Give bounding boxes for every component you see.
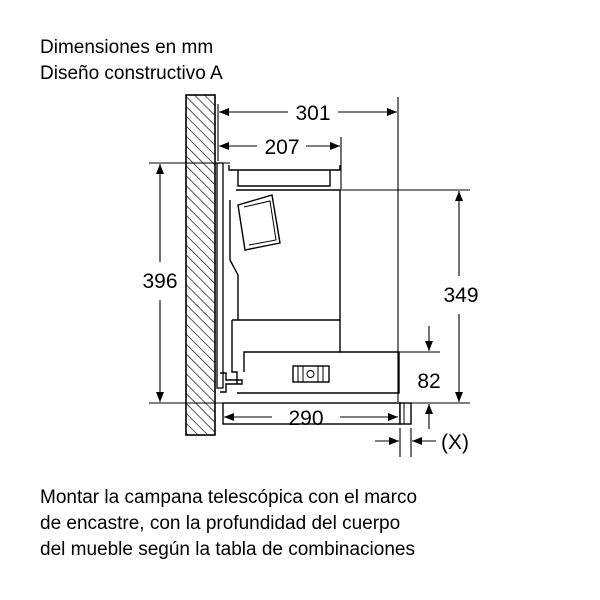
dim-height-total: 396 — [142, 270, 177, 293]
dim-width-bottom: 290 — [288, 407, 323, 430]
extension-lines — [149, 97, 470, 457]
installation-note-line-1: Montar la campana telescópica con el mar… — [40, 487, 418, 508]
dim-depth-body: 207 — [264, 136, 299, 159]
dim-bottom-height: 82 — [417, 370, 440, 393]
drawing-title: Dimensiones en mm — [40, 37, 214, 58]
mounting-plate — [216, 162, 224, 389]
installation-note: Montar la campana telescópica con el mar… — [40, 485, 417, 563]
drawing-subtitle: Diseño constructivo A — [40, 63, 223, 84]
wall-section — [185, 94, 216, 436]
installation-note-line-3: del mueble según la tabla de combinacion… — [40, 539, 415, 560]
dim-offset-x: (X) — [441, 431, 469, 454]
dimension-lines — [156, 108, 463, 445]
hood-profile — [220, 165, 412, 425]
installation-note-line-2: de encastre, con la profundidad del cuer… — [40, 513, 401, 534]
dim-height-body: 349 — [443, 284, 478, 307]
dim-depth-total: 301 — [295, 102, 330, 125]
